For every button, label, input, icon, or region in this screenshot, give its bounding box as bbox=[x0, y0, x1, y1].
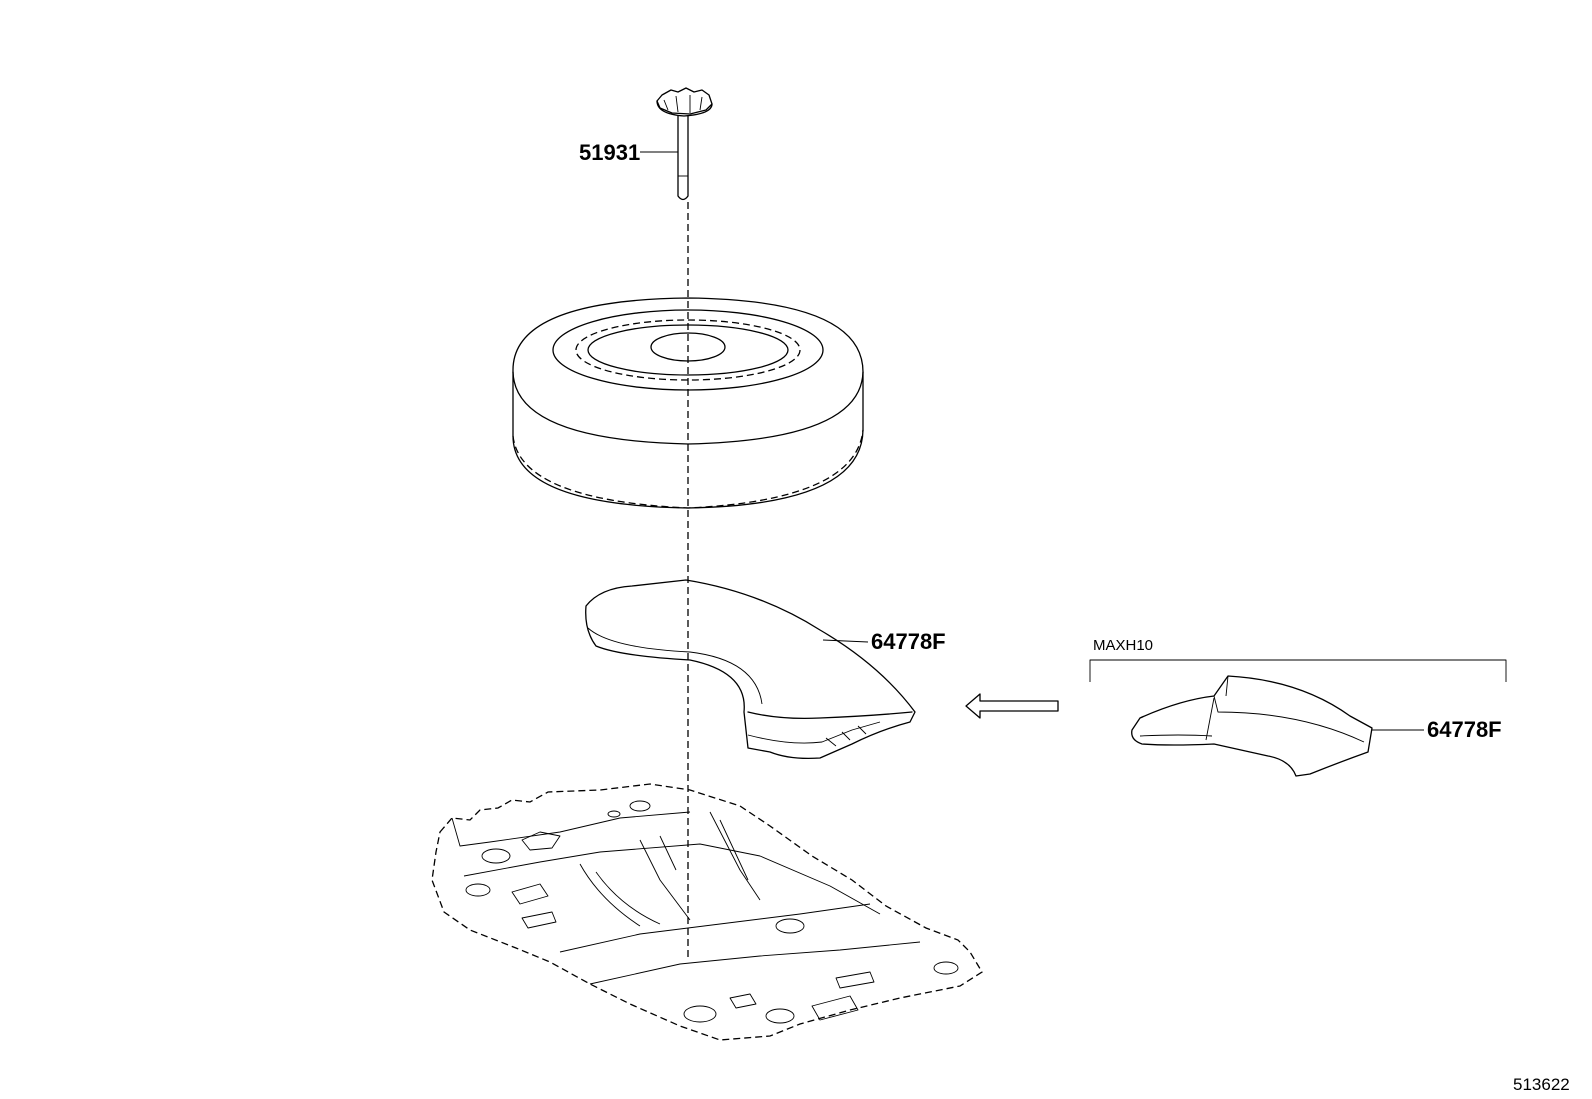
variant-arrow-icon bbox=[965, 693, 1059, 719]
spare-tire-cover[interactable] bbox=[585, 579, 916, 760]
callout-51931[interactable]: 51931 bbox=[579, 140, 640, 165]
rear-floor-pan bbox=[431, 783, 983, 1041]
variant-model-code: MAXH10 bbox=[1093, 637, 1153, 654]
illustration-number: 513622 bbox=[1513, 1075, 1570, 1094]
spare-tire-cover-variant[interactable] bbox=[1131, 675, 1373, 777]
variant-bracket bbox=[1089, 659, 1507, 682]
spare-tire[interactable] bbox=[512, 297, 864, 509]
callout-64778f-variant[interactable]: 64778F bbox=[1427, 717, 1502, 742]
callout-64778f[interactable]: 64778F bbox=[871, 629, 946, 654]
leader-line-64778f bbox=[822, 639, 869, 643]
spare-wheel-hold-down-bolt[interactable] bbox=[656, 87, 713, 201]
